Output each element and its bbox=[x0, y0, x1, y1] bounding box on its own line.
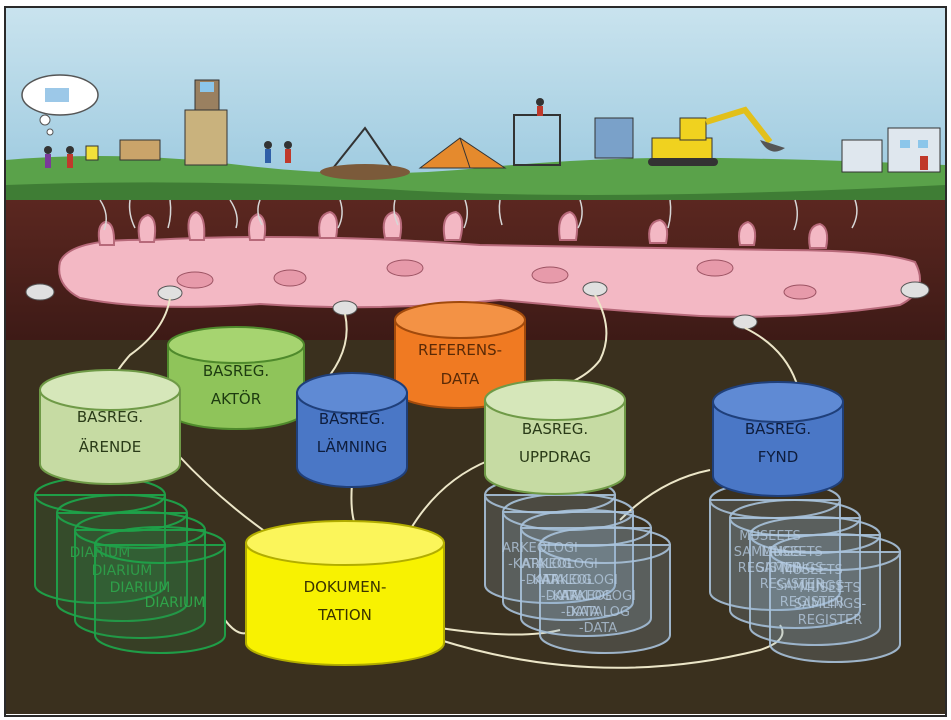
museets-cylinder bbox=[769, 533, 901, 663]
pig-body bbox=[58, 235, 921, 318]
diarium-label: DIARIUM bbox=[92, 563, 153, 579]
museets-label: SAMLINGS- bbox=[776, 579, 849, 594]
database-label-line: FYND bbox=[758, 448, 799, 466]
frame bbox=[4, 6, 947, 717]
tent-icon bbox=[418, 137, 507, 169]
database-label-line: LÄMNING bbox=[317, 437, 387, 456]
thought-bubble-icon bbox=[21, 74, 99, 136]
cylinder-top bbox=[712, 381, 844, 423]
museets-label: REGISTER bbox=[780, 595, 845, 610]
museets-label: MUSEETS bbox=[781, 563, 843, 578]
cylinder-body bbox=[484, 399, 626, 495]
arkeologi-stack: ARKEOLOGI-KATALOG-DATAARKEOLOGI-KATALOG-… bbox=[484, 476, 671, 654]
museets-label: SAMLINGS- bbox=[756, 561, 829, 576]
diarium-label: DIARIUM bbox=[145, 595, 206, 611]
scaffold-icon bbox=[513, 98, 634, 166]
diarium-cylinder bbox=[74, 511, 206, 639]
diarium-cylinder bbox=[56, 494, 188, 622]
people-icon bbox=[44, 145, 99, 168]
museets-stack: MUSEETSSAMLINGS-REGISTERMUSEETSSAMLINGS-… bbox=[709, 481, 901, 663]
arkeologi-label: -DATA bbox=[521, 573, 559, 588]
database-label-line: BASREG. bbox=[203, 362, 269, 380]
database-label-line: BASREG. bbox=[319, 410, 385, 428]
database-referens: REFERENS- DATA bbox=[394, 301, 526, 409]
cylinder-top bbox=[484, 379, 626, 421]
arkeologi-label: -DATA bbox=[541, 589, 579, 604]
museets-label: REGISTER bbox=[798, 613, 863, 628]
stack-layer: DIARIUMDIARIUMDIARIUMDIARIUMARKEOLOGI-KA… bbox=[34, 476, 901, 663]
cylinder-body bbox=[39, 389, 181, 485]
database-uppdrag: BASREG. UPPDRAG bbox=[484, 379, 626, 495]
database-label-line: BASREG. bbox=[522, 420, 588, 438]
database-label-line: UPPDRAG bbox=[519, 448, 591, 466]
database-dokumentation: DOKUMEN- TATION bbox=[245, 520, 445, 666]
arkeologi-label: -KATALOG bbox=[566, 605, 630, 620]
arkeologi-label: -DATA bbox=[561, 605, 599, 620]
arkeologi-label: -KATALOG bbox=[548, 589, 612, 604]
diarium-stack: DIARIUMDIARIUMDIARIUMDIARIUM bbox=[34, 476, 226, 654]
database-label-line: BASREG. bbox=[745, 420, 811, 438]
excavator-icon bbox=[648, 106, 785, 166]
cylinder-body bbox=[245, 542, 445, 666]
database-label-line: AKTÖR bbox=[211, 389, 261, 408]
museets-label: REGISTER bbox=[738, 561, 803, 576]
arkeologi-cylinder bbox=[539, 526, 671, 654]
cylinder-body bbox=[712, 401, 844, 497]
arkeologi-label: ARKEOLOGI bbox=[542, 573, 618, 588]
database-lamning: BASREG. LÄMNING bbox=[296, 372, 408, 488]
museets-label: REGISTER bbox=[760, 577, 825, 592]
diarium-label: DIARIUM bbox=[110, 580, 171, 596]
diarium-cylinder bbox=[94, 526, 226, 654]
database-label-line: REFERENS- bbox=[418, 341, 502, 359]
desk-stack-icon bbox=[119, 79, 228, 166]
workers-icon bbox=[264, 141, 292, 163]
database-label-line: DATA bbox=[441, 370, 480, 388]
cylinder-top bbox=[39, 369, 181, 411]
database-fynd: BASREG. FYND bbox=[712, 381, 844, 497]
cylinder-body bbox=[296, 392, 408, 488]
surface-cables bbox=[99, 199, 858, 231]
arkeologi-label: ARKEOLOGI bbox=[560, 589, 636, 604]
database-label-line: DOKUMEN- bbox=[304, 578, 387, 596]
museets-label: MUSEETS bbox=[799, 581, 861, 596]
arkeologi-label: ARKEOLOGI bbox=[522, 557, 598, 572]
database-arende: BASREG. ÄRENDE bbox=[39, 369, 181, 485]
museets-label: MUSEETS bbox=[739, 529, 801, 544]
museets-label: SAMLINGS- bbox=[734, 545, 807, 560]
museets-label: SAMLINGS- bbox=[794, 597, 867, 612]
cylinder-top bbox=[394, 301, 526, 339]
arkeologi-label: -DATA bbox=[579, 621, 617, 636]
pig-creature bbox=[25, 210, 930, 330]
cylinder-top bbox=[167, 326, 305, 364]
cylinder-top bbox=[245, 520, 445, 566]
cylinder-top bbox=[296, 372, 408, 414]
database-aktor: BASREG. AKTÖR bbox=[167, 326, 305, 430]
arkeologi-label: -KATALOG bbox=[508, 557, 572, 572]
surface-scene bbox=[21, 74, 941, 180]
arkeologi-label: ARKEOLOGI bbox=[502, 541, 578, 556]
excavation-tripod-icon bbox=[320, 126, 410, 180]
museets-label: MUSEETS bbox=[761, 545, 823, 560]
database-label-line: ÄRENDE bbox=[79, 437, 141, 456]
database-layer: BASREG.AKTÖRREFERENS-DATABASREG.ÄRENDEBA… bbox=[39, 301, 844, 666]
database-label-line: TATION bbox=[317, 606, 372, 624]
arkeologi-label: -KATALOG bbox=[528, 573, 592, 588]
database-label-line: BASREG. bbox=[77, 408, 143, 426]
buildings-icon bbox=[841, 127, 941, 173]
